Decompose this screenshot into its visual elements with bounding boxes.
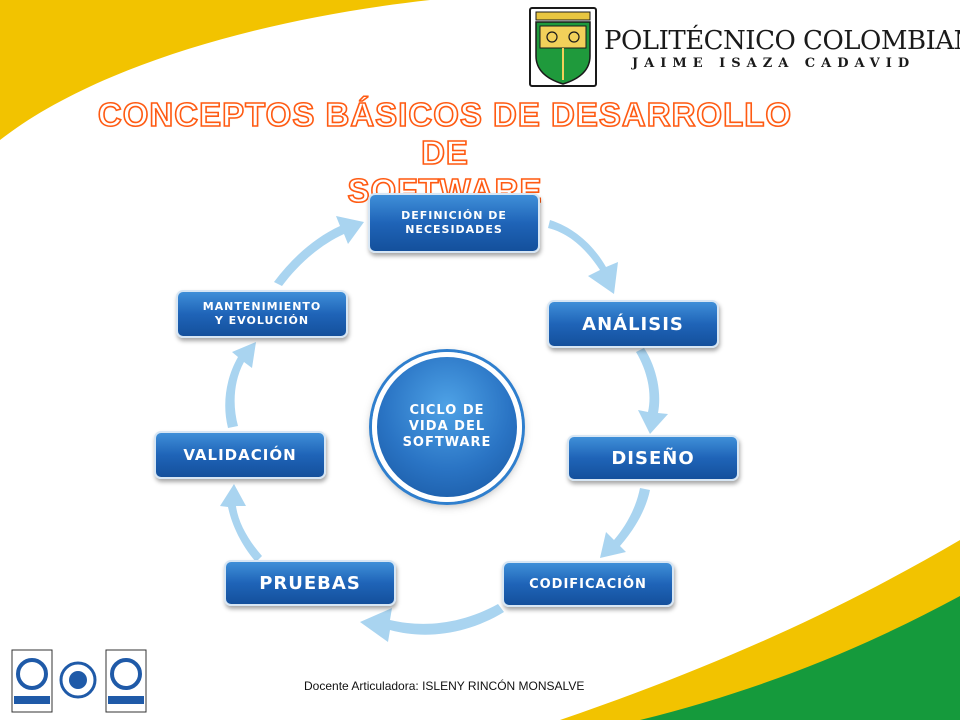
institution-subtitle: JAIME ISAZA CADAVID bbox=[632, 56, 916, 71]
arrow-codificacion-to-pruebas bbox=[360, 604, 504, 642]
stage-mantenimiento-line1: MANTENIMIENTO bbox=[202, 300, 322, 313]
slide-title-line1: CONCEPTOS BÁSICOS DE DESARROLLO DE bbox=[97, 95, 793, 172]
stage-diseno: DISEÑO bbox=[567, 435, 739, 481]
stage-codificacion: CODIFICACIÓN bbox=[502, 561, 674, 607]
corner-swoosh-green bbox=[640, 596, 960, 720]
stage-validacion: VALIDACIÓN bbox=[154, 431, 326, 479]
stage-mantenimiento-line2: Y EVOLUCIÓN bbox=[214, 314, 310, 327]
iqnet-badge bbox=[59, 661, 97, 699]
stage-definicion-necesidades: DEFINICIÓN DE NECESIDADES bbox=[368, 193, 540, 253]
teacher-label: Docente Articuladora: bbox=[304, 679, 419, 693]
stage-pruebas: PRUEBAS bbox=[224, 560, 396, 606]
arrow-diseno-to-codificacion bbox=[600, 488, 650, 558]
stage-definicion-line1: DEFINICIÓN DE bbox=[401, 209, 507, 222]
cycle-center: CICLO DE VIDA DEL SOFTWARE bbox=[372, 352, 522, 502]
cycle-arrows bbox=[220, 216, 668, 642]
ntcgp-badge bbox=[105, 649, 147, 713]
teacher-credit: Docente Articuladora: ISLENY RINCÓN MONS… bbox=[304, 679, 584, 693]
institution-name: POLITÉCNICO COLOMBIANO bbox=[604, 26, 960, 56]
institution-logo bbox=[529, 7, 597, 87]
teacher-name: ISLENY RINCÓN MONSALVE bbox=[422, 679, 585, 693]
arrow-pruebas-to-validacion bbox=[220, 484, 262, 562]
stage-definicion-line2: NECESIDADES bbox=[405, 223, 503, 236]
certification-badges bbox=[11, 649, 147, 713]
stage-analisis: ANÁLISIS bbox=[547, 300, 719, 348]
arrow-validacion-to-mantenimiento bbox=[225, 342, 256, 428]
corner-swoosh-yellow bbox=[0, 0, 430, 140]
stage-mantenimiento-evolucion: MANTENIMIENTO Y EVOLUCIÓN bbox=[176, 290, 348, 338]
cycle-center-line2: VIDA DEL bbox=[408, 419, 486, 434]
arrow-def-to-analisis bbox=[548, 220, 618, 294]
arrow-analisis-to-diseno bbox=[636, 348, 668, 434]
cycle-center-line1: CICLO DE bbox=[409, 403, 485, 418]
cycle-center-line3: SOFTWARE bbox=[402, 435, 492, 450]
icontec-badge bbox=[11, 649, 53, 713]
arrow-mantenimiento-to-def bbox=[274, 216, 364, 286]
